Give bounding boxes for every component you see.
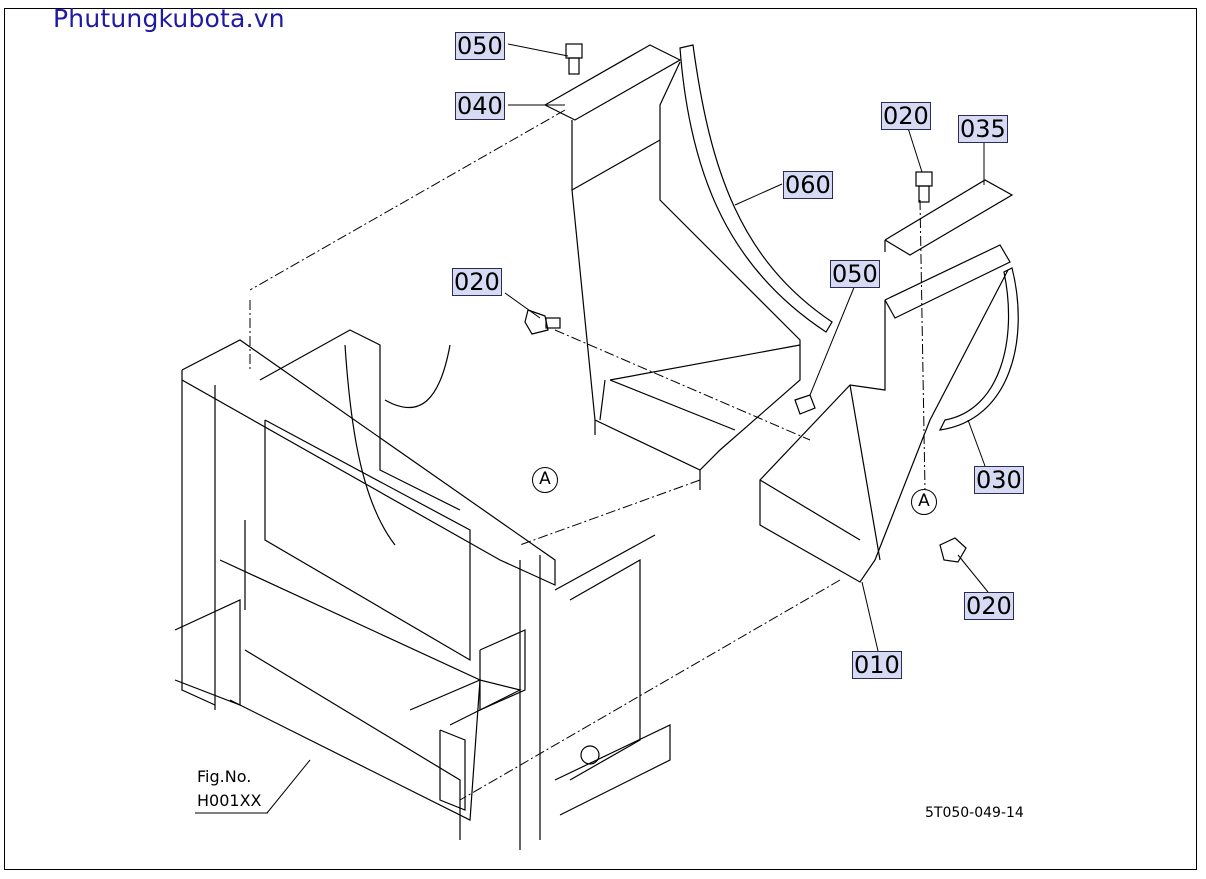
watermark-text: Phutungkubota.vn (53, 4, 285, 33)
drawing-frame (4, 8, 1197, 870)
inner-opening (344, 344, 451, 546)
duct-right (759, 244, 1011, 583)
callout-035[interactable]: 035 (958, 115, 1008, 143)
frame-assembly (174, 329, 671, 850)
callout-050-right[interactable]: 050 (830, 260, 880, 288)
reference-mark-a-right: A (911, 489, 937, 515)
callout-020-low[interactable]: 020 (964, 592, 1014, 620)
leader-lines (195, 43, 989, 814)
seal-030 (938, 267, 1019, 431)
bolt-020-mid (524, 309, 561, 335)
callout-020-right[interactable]: 020 (881, 102, 931, 130)
duct-left (544, 44, 801, 490)
bolt-050-right (794, 394, 816, 415)
callout-050-top[interactable]: 050 (455, 32, 505, 60)
callout-040[interactable]: 040 (455, 92, 505, 120)
alignment-lines (249, 109, 926, 801)
callout-010[interactable]: 010 (852, 651, 902, 679)
bracket-035 (884, 179, 1014, 256)
bolt-020-right (915, 171, 933, 203)
figure-ref-label: Fig.No. (197, 767, 252, 786)
reference-mark-a-left: A (532, 467, 558, 493)
figure-ref-number: H001XX (197, 791, 262, 810)
callout-030[interactable]: 030 (974, 466, 1024, 494)
bolt-020-low (939, 537, 967, 563)
bolt-050-top (565, 43, 583, 75)
callout-020-mid[interactable]: 020 (452, 268, 502, 296)
seal-060 (679, 44, 833, 333)
callout-060[interactable]: 060 (783, 171, 833, 199)
drawing-code: 5T050-049-14 (925, 805, 1024, 821)
